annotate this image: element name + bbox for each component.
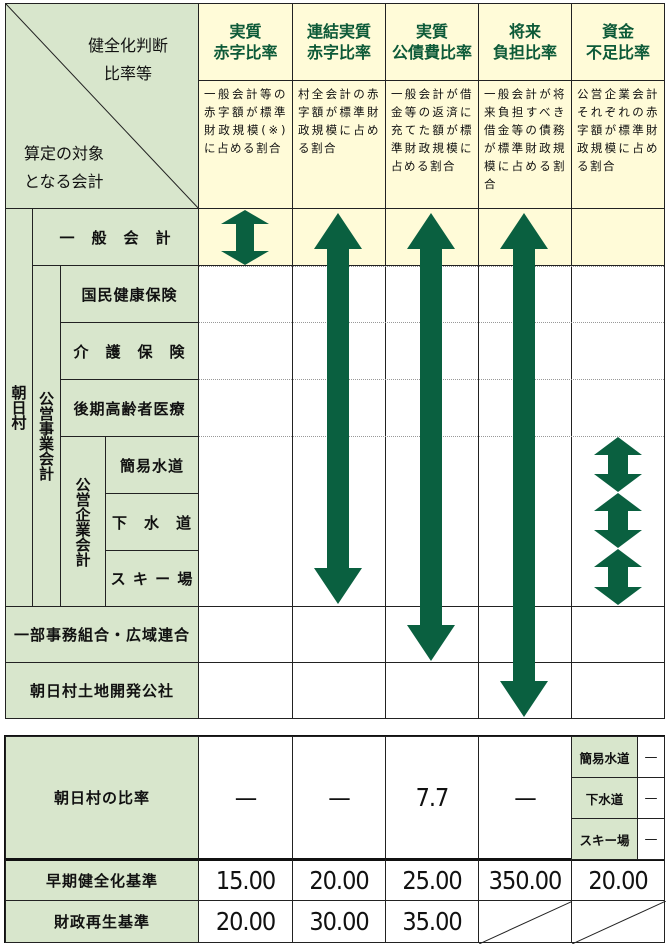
- double-arrow-icon: [594, 437, 642, 492]
- column-description: 公営企業会計それぞれの赤字額が標準財政規模に占める割合: [571, 80, 665, 209]
- cell: [292, 662, 386, 719]
- column-description: 一般会計等の赤字額が標準財政規模(※)に占める割合: [198, 80, 293, 209]
- rebuild-value: 20.00: [198, 900, 293, 943]
- fund-label: スキー場: [571, 818, 638, 860]
- double-arrow-icon: [500, 213, 548, 717]
- cell: [292, 606, 386, 663]
- double-arrow-icon: [594, 493, 642, 548]
- early-value: 25.00: [385, 858, 479, 901]
- row-kouki: 後期高齢者医療: [60, 379, 199, 437]
- row-general: 一 般 会 計: [32, 208, 199, 266]
- double-arrow-icon: [221, 210, 269, 265]
- double-arrow-icon: [314, 213, 362, 604]
- fund-value: —: [637, 736, 665, 778]
- arrows-layer: [221, 210, 642, 717]
- early-value: 20.00: [571, 858, 665, 901]
- rebuild-label: 財政再生基準: [5, 900, 199, 943]
- village-label: 朝日村: [5, 208, 33, 607]
- early-label: 早期健全化基準: [5, 858, 199, 901]
- rebuild-value: 30.00: [292, 900, 386, 943]
- double-arrow-icon: [594, 549, 642, 605]
- column-description: 一般会計が将来負担すべき借金等の債務が標準財政規模に占める割合: [478, 80, 572, 209]
- column-description: 一般会計が借金等の返済に充てた額が標準財政規模に占める割合: [385, 80, 479, 209]
- row-gesui: 下 水 道: [105, 493, 199, 551]
- cell: [571, 662, 665, 719]
- column-description: 村全会計の赤字額が標準財政規模に占める割合: [292, 80, 386, 209]
- empty-slash-cell: [478, 900, 573, 944]
- fund-label: 簡易水道: [571, 736, 638, 778]
- column-title: 実質 公債費比率: [385, 3, 479, 81]
- ratio-value: —: [478, 736, 572, 859]
- rebuild-value: 35.00: [385, 900, 479, 943]
- ratio-value: —: [292, 736, 386, 859]
- row-kani: 簡易水道: [105, 436, 199, 494]
- column-title: 連結実質 赤字比率: [292, 3, 386, 81]
- fund-label: 下水道: [571, 777, 638, 819]
- cell: [385, 662, 479, 719]
- public-business-label: 公営事業会計: [32, 265, 61, 607]
- corner-bottom-label: 算定の対象 となる会計: [24, 144, 105, 191]
- public-enterprise-label: 公営企業会計: [60, 436, 106, 607]
- fund-value: —: [637, 818, 665, 860]
- fund-value: —: [637, 777, 665, 819]
- cell: [198, 662, 293, 719]
- row-union: 一部事務組合・広域連合: [5, 606, 199, 663]
- double-arrow-icon: [407, 213, 455, 661]
- column-title: 実質 赤字比率: [198, 3, 293, 81]
- corner-top-label: 健全化判断 比率等: [87, 36, 168, 83]
- early-value: 20.00: [292, 858, 386, 901]
- row-land: 朝日村土地開発公社: [5, 662, 199, 719]
- early-value: 350.00: [478, 858, 572, 901]
- early-value: 15.00: [198, 858, 293, 901]
- corner-header: 健全化判断 比率等 算定の対象 となる会計: [5, 3, 200, 210]
- ratio-label: 朝日村の比率: [5, 736, 199, 859]
- empty-slash-cell: [571, 900, 666, 944]
- ratio-value: 7.7: [385, 736, 479, 859]
- column-title: 資金 不足比率: [571, 3, 665, 81]
- column-title: 将来 負担比率: [478, 3, 572, 81]
- ratio-value: —: [198, 736, 293, 859]
